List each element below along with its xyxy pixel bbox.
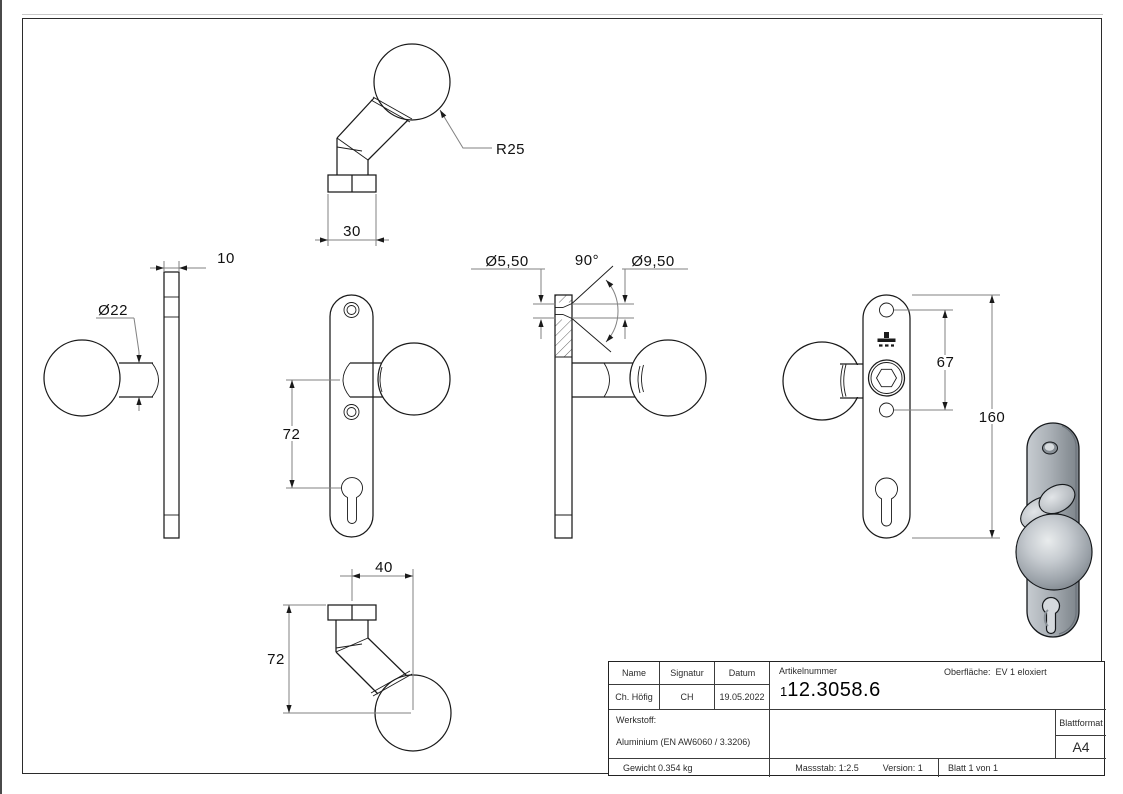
version-value: Version: 1: [882, 763, 923, 773]
dim-label-30: 30: [343, 223, 361, 240]
dim-label-72-bottom: 72: [267, 651, 285, 668]
massstab-value: Massstab: 1:2.5: [795, 763, 859, 773]
dim-label-40: 40: [375, 559, 393, 576]
dim-label-10: 10: [217, 250, 235, 267]
titleblock-name-header: Name: [609, 662, 660, 685]
title-block: Name Signatur Datum Ch. Höfig CH 19.05.2…: [608, 661, 1106, 777]
artikelnummer-main: 12.3058.6: [787, 679, 881, 701]
dim-label-67: 67: [937, 354, 955, 371]
dimension-72-front: 72: [280, 379, 341, 489]
oberflaeche-value: EV 1 eloxiert: [995, 667, 1047, 677]
dimension-d550: Ø5,50: [471, 253, 556, 339]
titleblock-blatt: Blatt 1 von 1: [948, 763, 999, 773]
dim-label-r25: R25: [496, 141, 525, 158]
oberflaeche-text: Oberfläche: EV 1 eloxiert: [944, 667, 1047, 677]
werkstoff-value: Aluminium (EN AW6060 / 3.3206): [616, 737, 751, 747]
view-knob-profile-bottom: 40 72: [265, 559, 452, 752]
euro-keyhole-front: [341, 477, 363, 524]
dim-label-d550: Ø5,50: [485, 253, 528, 270]
dim-label-160: 160: [979, 409, 1006, 426]
dimension-30: 30: [315, 194, 389, 246]
titleblock-empty-cell: [770, 710, 1056, 759]
view-back: 67 160: [782, 294, 1009, 539]
view-side-left: 10 Ø22: [43, 250, 235, 539]
dimension-72-bottom: 72: [265, 604, 411, 714]
titleblock-datum-header: Datum: [715, 662, 770, 685]
werkstoff-label: Werkstoff:: [616, 715, 657, 725]
dimension-40: 40: [340, 559, 414, 710]
titleblock-datum-value: 19.05.2022: [715, 685, 770, 710]
hex-socket: [875, 368, 898, 388]
frame-shadow: [22, 14, 1103, 15]
view-front: 72: [280, 294, 451, 538]
page-edge: [0, 0, 2, 794]
dimension-90deg: 90°: [575, 252, 619, 343]
dim-label-d22: Ø22: [98, 302, 128, 319]
dimension-R25: R25: [439, 109, 525, 158]
dimension-d22: Ø22: [96, 302, 142, 411]
dim-label-d950: Ø9,50: [631, 253, 674, 270]
titleblock-gewicht: Gewicht 0.354 kg: [609, 759, 770, 777]
render-ball: [1015, 513, 1093, 591]
titleblock-signatur-header: Signatur: [660, 662, 715, 685]
dim-label-72-front: 72: [283, 426, 301, 443]
view-section: 90° Ø5,50 Ø9,50: [471, 252, 707, 539]
dim-label-90deg: 90°: [575, 252, 599, 269]
artikelnummer-value: 112.3058.6: [780, 679, 881, 702]
orientation-mark: [877, 332, 896, 347]
titleblock-name-value: Ch. Höfig: [609, 685, 660, 710]
artikelnummer-prefix: 1: [780, 684, 788, 699]
dimension-160: 160: [912, 294, 1009, 539]
titleblock-blattformat-label: Blattformat: [1056, 710, 1106, 736]
view-knob-profile-top: 30 R25: [315, 43, 525, 246]
drawing-frame: [22, 18, 1102, 774]
euro-keyhole-back: [875, 477, 898, 527]
render-neck: [1020, 483, 1076, 530]
titleblock-signatur-value: CH: [660, 685, 715, 710]
view-3d-render: [1015, 422, 1093, 638]
titleblock-artikelnummer-cell: Artikelnummer 112.3058.6 Oberfläche: EV …: [770, 662, 1106, 710]
titleblock-werkstoff-cell: Werkstoff: Aluminium (EN AW6060 / 3.3206…: [609, 710, 770, 759]
oberflaeche-label: Oberfläche:: [944, 667, 991, 677]
dimension-d950: Ø9,50: [572, 253, 688, 339]
artikelnummer-label: Artikelnummer: [779, 666, 838, 676]
dimension-10: 10: [150, 250, 235, 272]
titleblock-massstab-cell: Massstab: 1:2.5 Version: 1: [770, 759, 939, 777]
dimension-67: 67: [894, 309, 957, 411]
titleblock-blattformat-value: A4: [1056, 736, 1106, 759]
